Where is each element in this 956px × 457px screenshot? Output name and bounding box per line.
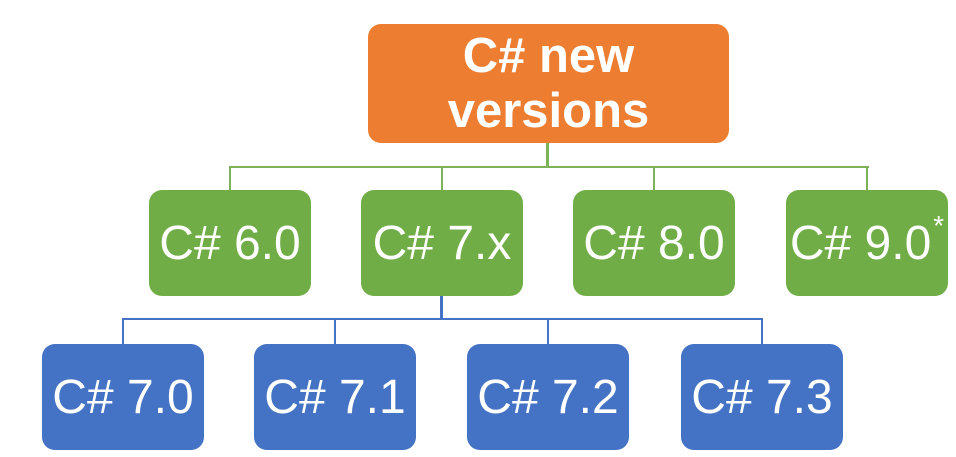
node-label: C# 9.0 xyxy=(789,216,932,270)
node-label: C# 8.0 xyxy=(583,216,725,270)
node-csharp-9-0: C# 9.0* xyxy=(786,190,948,296)
node-csharp-7-x: C# 7.x xyxy=(361,190,523,296)
connector-drop-csharp-7-0 xyxy=(122,318,124,344)
node-label: C# 7.3 xyxy=(691,370,833,424)
connector-drop-csharp-7-3 xyxy=(761,318,763,344)
node-csharp-8-0: C# 8.0 xyxy=(573,190,735,296)
node-label: C# 7.0 xyxy=(52,370,194,424)
node-csharp-7-3: C# 7.3 xyxy=(681,344,843,450)
node-csharp-7-0: C# 7.0 xyxy=(42,344,204,450)
node-label: C# 7.x xyxy=(372,216,512,270)
node-csharp-7-1: C# 7.1 xyxy=(254,344,416,450)
connector-drop-csharp-8-0 xyxy=(653,166,655,190)
connector-csharp-7-x-stub xyxy=(440,296,443,320)
connector-level2-horizontal xyxy=(122,318,763,320)
connector-drop-csharp-7-1 xyxy=(334,318,336,344)
node-csharp-6-0: C# 6.0 xyxy=(149,190,311,296)
node-csharp-7-2: C# 7.2 xyxy=(467,344,629,450)
connector-drop-csharp-7-x xyxy=(441,166,443,190)
connector-root-stub xyxy=(546,143,549,168)
connector-level1-horizontal xyxy=(229,166,869,168)
node-label: C# 7.1 xyxy=(264,370,406,424)
node-label: C# 7.2 xyxy=(477,370,619,424)
connector-drop-csharp-6-0 xyxy=(229,166,231,190)
connector-drop-csharp-9-0 xyxy=(866,166,868,190)
node-label: C# new versions xyxy=(447,28,650,138)
connector-drop-csharp-7-2 xyxy=(547,318,549,344)
node-label: C# 6.0 xyxy=(159,216,301,270)
node-csharp-new-versions: C# new versions xyxy=(368,24,729,143)
